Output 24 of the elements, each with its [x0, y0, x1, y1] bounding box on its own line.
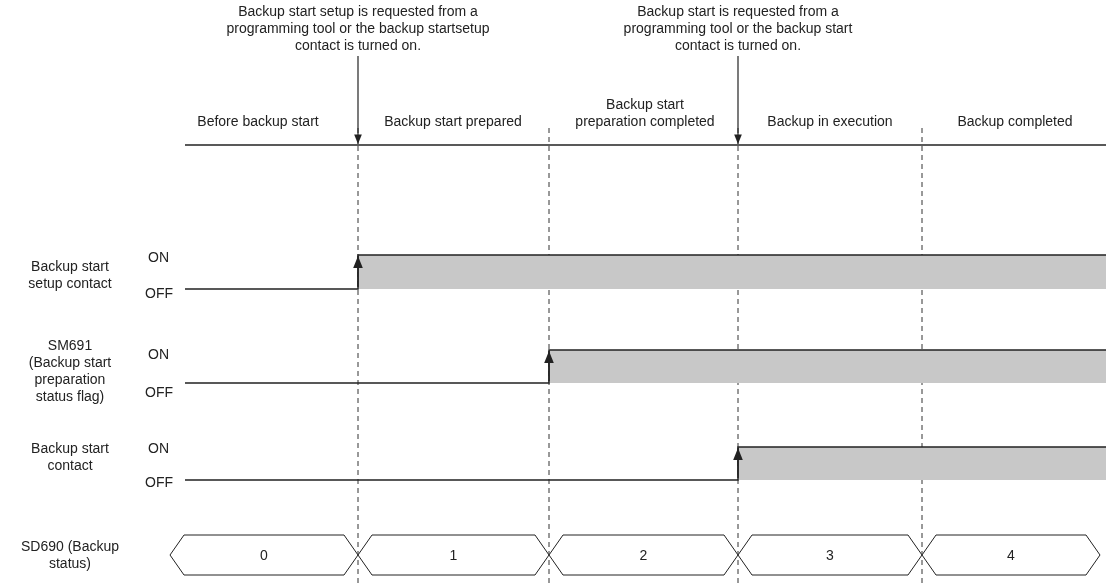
annotation-text: Backup start setup is requested from a programming tool or the backup startsetup contact is turned on. [225, 3, 491, 54]
signal-name: SM691 (Backup start preparation status flag) [27, 337, 113, 405]
state-label: OFF [145, 285, 174, 302]
signal-name: SD690 (Backup status) [19, 538, 121, 572]
phase-label: Backup start preparation completed [574, 96, 716, 130]
phase-label: Backup start prepared [383, 113, 523, 130]
state-label: ON [148, 249, 170, 266]
arrow [734, 55, 742, 145]
status-hexagon: 4 [922, 535, 1100, 575]
status-hexagon: 2 [549, 535, 738, 575]
arrow [354, 55, 362, 145]
state-label: ON [148, 346, 170, 363]
annotation-text: Backup start is requested from a programming tool or the backup start contact is turned on. [605, 3, 871, 54]
state-label: OFF [145, 474, 174, 491]
state-label: ON [148, 440, 170, 457]
status-hexagon: 0 [170, 535, 358, 575]
phase-label: Before backup start [196, 113, 320, 130]
phase-label: Backup completed [956, 113, 1074, 130]
status-hexagon: 3 [738, 535, 922, 575]
signal-name: Backup start contact [30, 440, 110, 474]
phase-label: Backup in execution [766, 113, 894, 130]
signal-name: Backup start setup contact [27, 258, 113, 292]
state-label: OFF [145, 384, 174, 401]
status-hexagon: 1 [358, 535, 549, 575]
